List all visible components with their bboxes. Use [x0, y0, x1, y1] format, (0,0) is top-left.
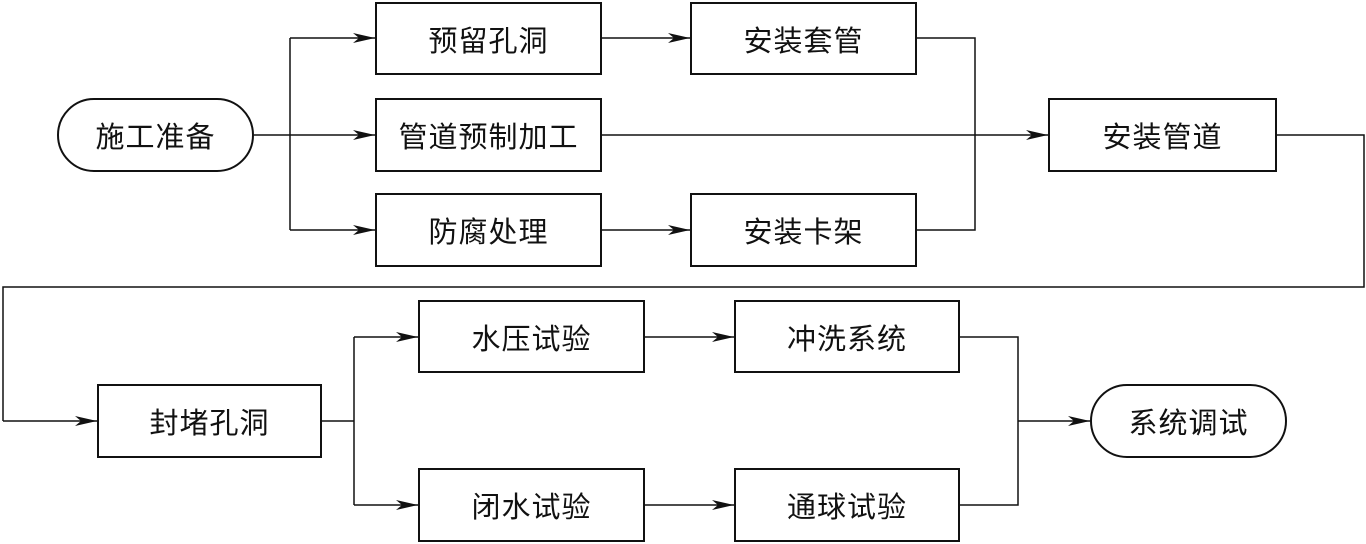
node-seal-holes: 封堵孔洞	[97, 384, 322, 458]
node-water-close-test: 闭水试验	[418, 468, 645, 542]
node-install-pipe: 安装管道	[1048, 98, 1277, 172]
node-install-bracket: 安装卡架	[690, 193, 917, 267]
node-pipe-prefab: 管道预制加工	[375, 98, 602, 172]
connector-sleeve-merge	[917, 37, 976, 135]
node-ball-test: 通球试验	[734, 468, 960, 542]
connector-bracket-merge	[917, 135, 976, 231]
connector-flush-merge	[960, 336, 1019, 421]
connector-ball-merge	[960, 421, 1019, 506]
node-anticorrosion: 防腐处理	[375, 193, 602, 267]
connector-install-pipe-wrap	[2, 134, 1365, 421]
node-install-sleeve: 安装套管	[690, 2, 917, 75]
node-end: 系统调试	[1090, 384, 1287, 458]
node-reserve-holes: 预留孔洞	[375, 2, 602, 75]
node-start: 施工准备	[57, 98, 254, 172]
node-flush-system: 冲洗系统	[734, 300, 960, 373]
node-pressure-test: 水压试验	[418, 300, 645, 373]
